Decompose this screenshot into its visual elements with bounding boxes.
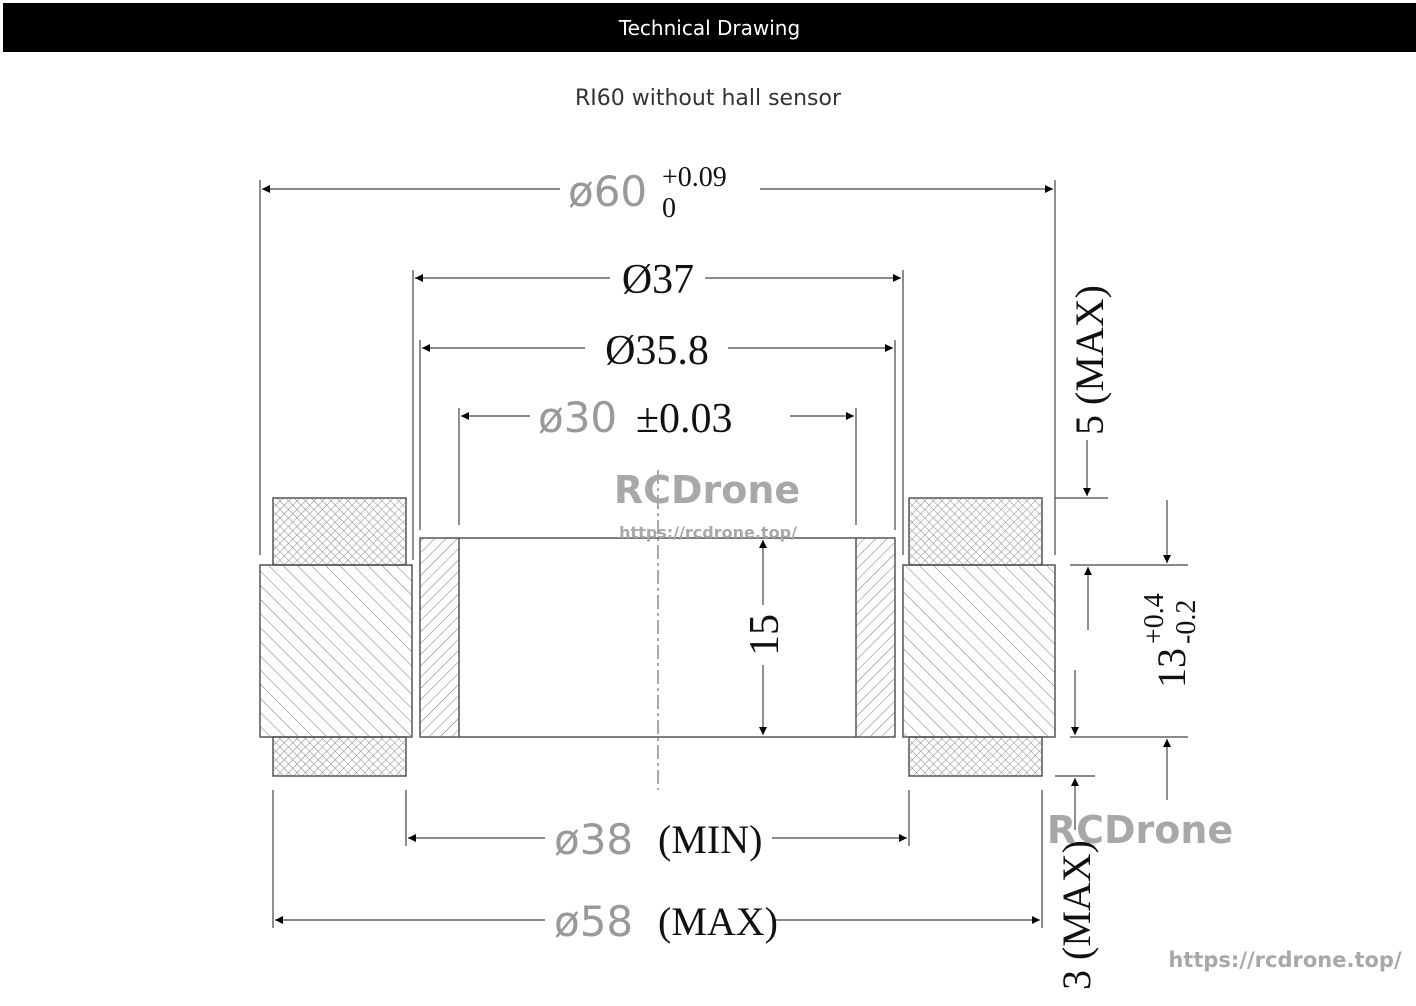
watermark-url: https://rcdrone.top/ [619, 523, 797, 542]
dim-d30-tol: ±0.03 [636, 396, 733, 442]
dim-d60-lower: 0 [662, 193, 676, 224]
dim-height-13-lower: -0.2 [1171, 600, 1202, 644]
dim-d38: ø38 [554, 815, 633, 864]
dim-d37: Ø37 [622, 257, 694, 303]
dim-height-13: 13 [1149, 648, 1194, 688]
dim-d60: ø60 [568, 167, 647, 216]
dim-height-15: 15 [742, 614, 788, 656]
header-bar: Technical Drawing [3, 3, 1416, 52]
dim-d30: ø30 [538, 393, 617, 442]
dimension-lines [259, 180, 1188, 928]
drawing-subtitle: RI60 without hall sensor [574, 86, 841, 111]
header-title: Technical Drawing [618, 15, 801, 40]
watermark-brand: RCDrone [614, 468, 800, 512]
watermark-brand-2: RCDrone [1047, 808, 1233, 852]
watermark-url-2: https://rcdrone.top/ [1168, 948, 1402, 972]
dim-d60-upper: +0.09 [662, 162, 727, 193]
dim-d58: ø58 [554, 897, 633, 946]
dim-height-13-upper: +0.4 [1139, 593, 1170, 644]
dim-d35-8: Ø35.8 [605, 328, 709, 374]
dim-top-5-max: 5 (MAX) [1067, 285, 1112, 435]
part-outline [259, 470, 1056, 790]
dim-d38-note: (MIN) [658, 817, 762, 862]
dim-d58-note: (MAX) [658, 899, 778, 944]
dim-bottom-3-max: 3 (MAX) [1054, 840, 1099, 990]
